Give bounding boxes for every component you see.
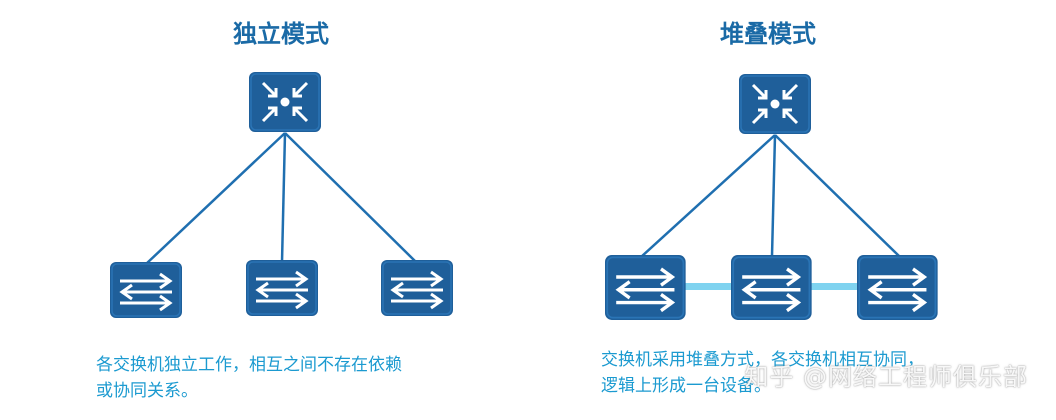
left-caption-line-1: 各交换机独立工作，相互之间不存在依赖: [96, 355, 402, 375]
right-caption-line-2: 逻辑上形成一台设备。: [601, 376, 771, 396]
link-core-to-access-1: [145, 132, 286, 265]
stack-cable-2: [810, 283, 858, 290]
right-caption-line-1: 交换机采用堆叠方式，各交换机相互协同，: [601, 350, 924, 370]
right-panel-title: 堆叠模式: [720, 20, 816, 48]
watermark: 知乎 @网络工程师俱乐部: [744, 363, 1028, 391]
right-links: [640, 134, 900, 290]
access-switch-icon: [108, 260, 184, 320]
left-links: [145, 132, 417, 265]
link-core-to-access-3: [284, 132, 417, 263]
access-switch-icon: [855, 253, 940, 322]
link-stack-core-to-access-2: [770, 134, 777, 257]
access-switch-icon: [603, 253, 688, 322]
access-switch-icon: [729, 253, 814, 322]
right-panel-caption: 交换机采用堆叠方式，各交换机相互协同， 逻辑上形成一台设备。: [601, 347, 924, 399]
left-panel-title: 独立模式: [233, 20, 329, 48]
stack-cable-1: [684, 283, 732, 290]
left-caption-line-2: 或协同关系。: [96, 381, 198, 401]
left-panel-caption: 各交换机独立工作，相互之间不存在依赖 或协同关系。: [96, 352, 402, 404]
access-switch-icon: [379, 258, 455, 318]
link-core-to-access-2: [280, 132, 287, 263]
link-stack-core-to-access-3: [774, 134, 900, 257]
link-stack-core-to-access-1: [640, 134, 776, 258]
core-switch-icon: [247, 70, 323, 134]
access-switch-icon: [244, 258, 320, 318]
core-switch-icon: [737, 72, 813, 136]
